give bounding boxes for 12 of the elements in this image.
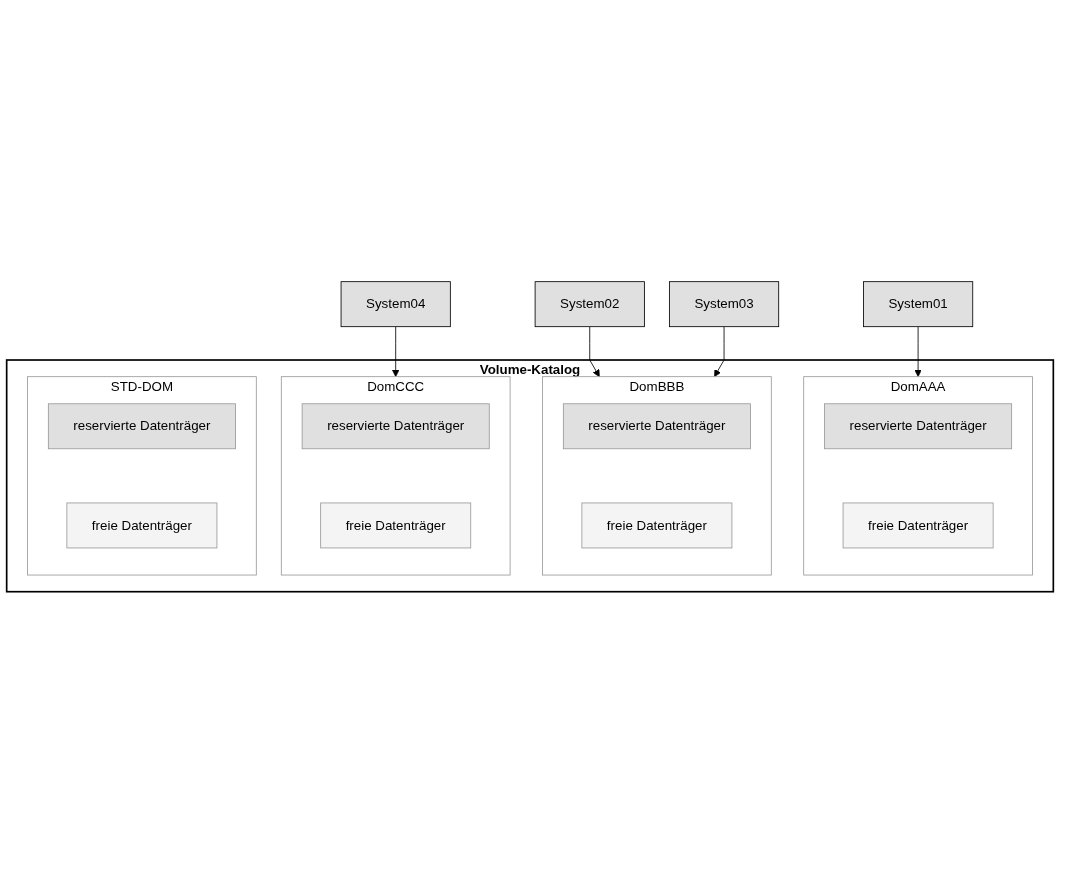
node-box: freie Datenträger: [581, 502, 733, 549]
node-box: reservierte Datenträger: [47, 403, 236, 450]
node-box: System04: [340, 281, 451, 328]
node-box: freie Datenträger: [66, 502, 218, 549]
node-box: reservierte Datenträger: [824, 403, 1013, 450]
node-box: reservierte Datenträger: [301, 403, 490, 450]
node-box: freie Datenträger: [842, 502, 994, 549]
node-box: System02: [534, 281, 645, 328]
node-box: reservierte Datenträger: [562, 403, 751, 450]
node-box: freie Datenträger: [320, 502, 472, 549]
node-box: System01: [863, 281, 974, 328]
node-box: System03: [669, 281, 780, 328]
